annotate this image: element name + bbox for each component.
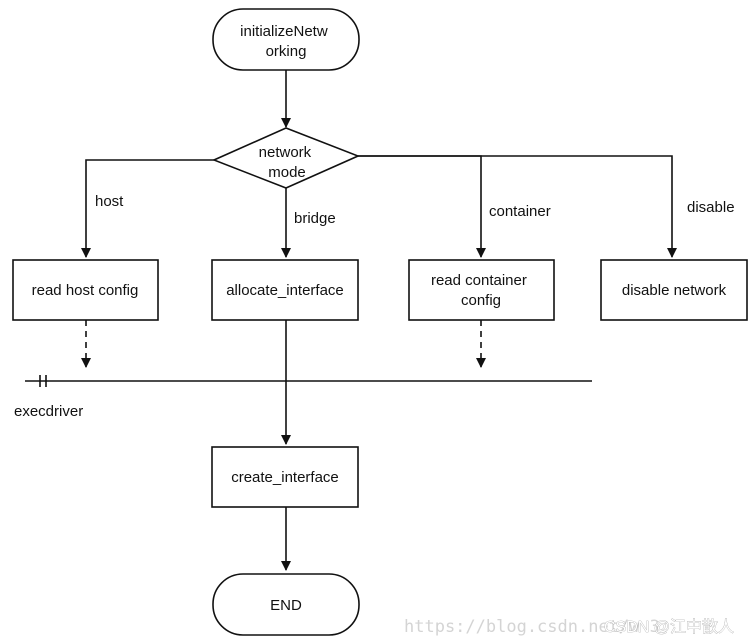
decision-label: network mode xyxy=(259,144,316,181)
disable-network-label: disable network xyxy=(622,282,727,299)
edge-container xyxy=(358,155,486,258)
edge-disable xyxy=(358,155,677,258)
read-host-config-box xyxy=(12,259,159,321)
read-container-config-line-1: read container xyxy=(431,272,527,289)
read-host-config-label: read host config xyxy=(32,282,139,299)
start-label-line-2: orking xyxy=(266,43,307,60)
edge-label-disable: disable xyxy=(687,199,735,216)
read-container-config-label: read container config xyxy=(431,272,531,309)
end-terminal xyxy=(212,573,360,636)
boundary-label-execdriver: execdriver xyxy=(14,403,83,420)
edge-label-host: host xyxy=(95,193,124,210)
edge-host xyxy=(81,159,214,258)
read-container-config-box xyxy=(408,259,555,321)
watermark-url: https://blog.csdn.net/w 3 xyxy=(404,617,660,637)
allocate-interface-label: allocate_interface xyxy=(226,282,344,299)
watermark-brand: CSDN @江中散人 xyxy=(604,618,734,636)
read-container-config-line-2: config xyxy=(461,292,501,309)
start-label: initializeNetw orking xyxy=(240,23,332,60)
create-interface-box xyxy=(211,446,359,508)
decision-label-line-1: network xyxy=(259,144,312,161)
network-mode-decision xyxy=(211,127,361,189)
edge-label-bridge: bridge xyxy=(294,210,336,227)
end-label: END xyxy=(270,597,302,614)
disable-network-box xyxy=(600,259,748,321)
edge-label-container: container xyxy=(489,203,551,220)
start-terminal xyxy=(212,8,360,71)
allocate-interface-box xyxy=(211,259,359,321)
start-label-line-1: initializeNetw xyxy=(240,23,328,40)
decision-label-line-2: mode xyxy=(268,164,306,181)
create-interface-label: create_interface xyxy=(231,469,339,486)
